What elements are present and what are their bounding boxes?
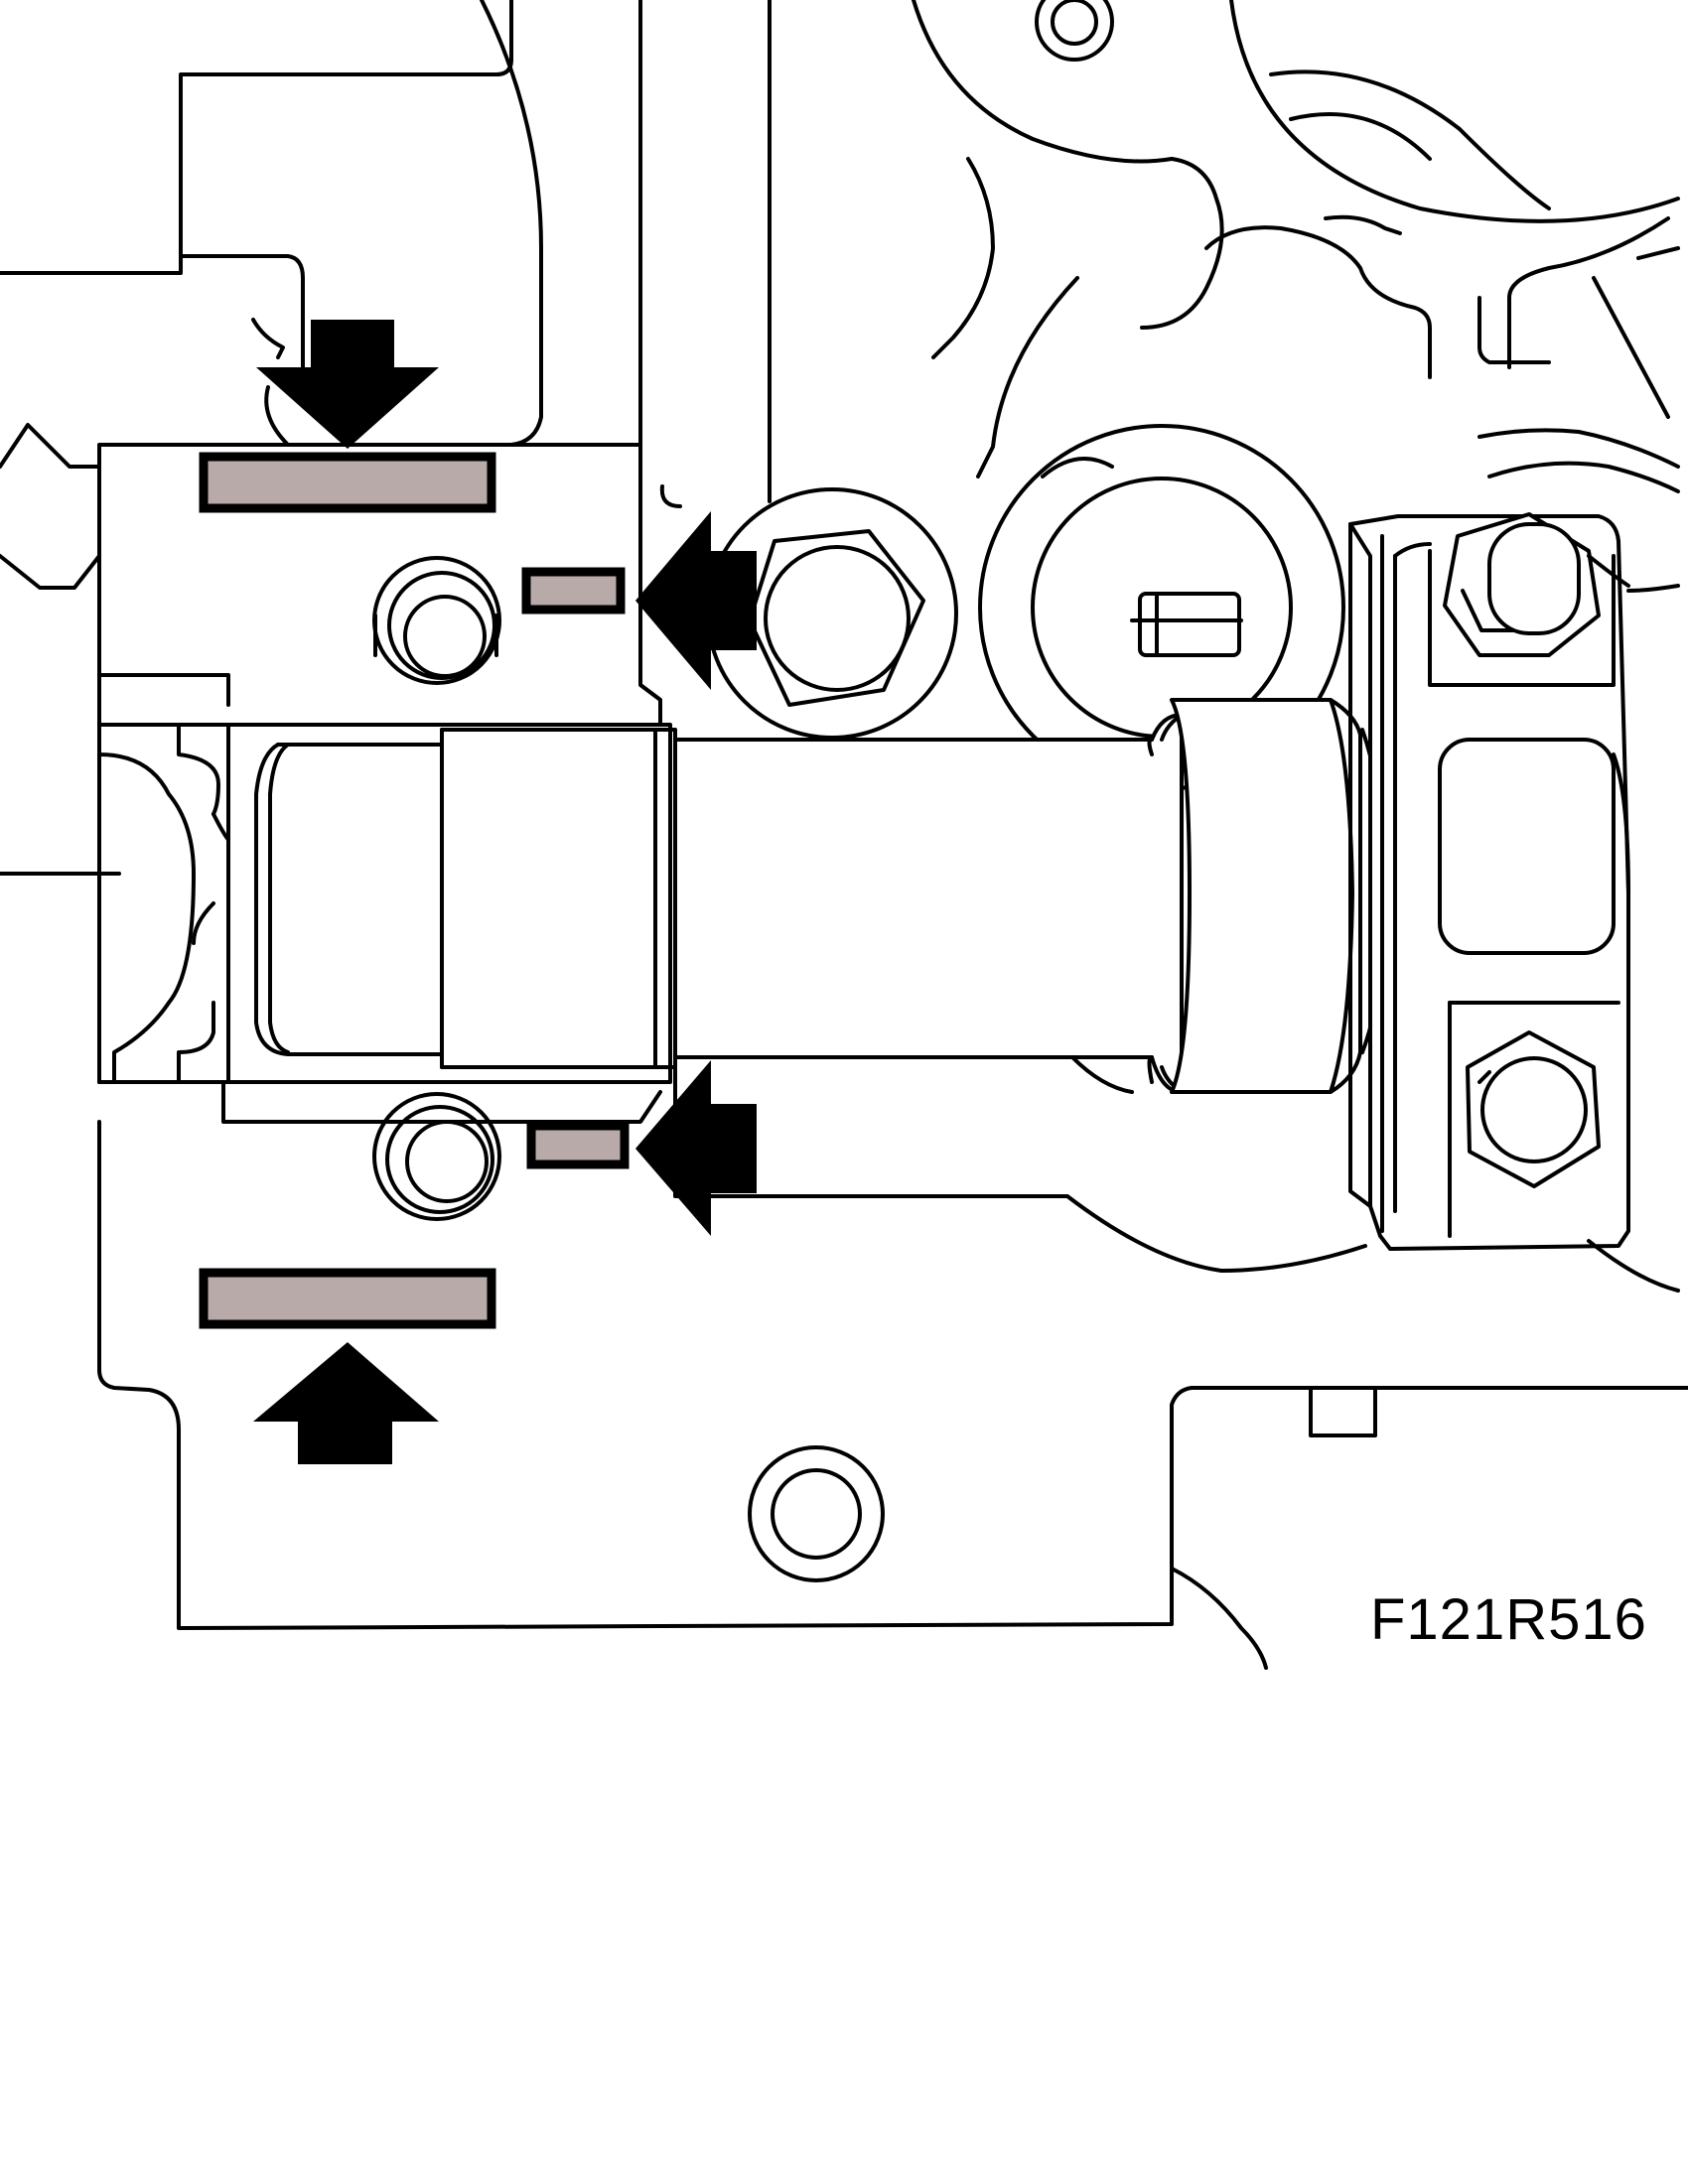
left-journal-housing	[0, 723, 235, 1084]
hex-bolt-upper-right	[1443, 512, 1680, 657]
bottom-sealant-strip	[199, 1268, 496, 1329]
top-sealant-strip	[199, 452, 496, 513]
upper-oil-port	[372, 556, 501, 685]
camshaft-collar	[1170, 698, 1402, 1094]
bottom-seal-arrow	[253, 1342, 439, 1464]
upper-hole-arrow	[635, 511, 757, 690]
top-seal-arrow	[256, 320, 439, 449]
lower-small-sealant	[526, 1121, 630, 1169]
hex-bolt-lower-right	[1466, 1030, 1601, 1188]
bottom-bolt-hole	[748, 1445, 885, 1582]
lower-hole-arrow	[635, 1060, 757, 1236]
upper-small-sealant	[521, 567, 626, 614]
camshaft	[673, 713, 1184, 1094]
camshaft-journal	[226, 723, 677, 1084]
figure-code-label: F121R516	[1370, 1587, 1647, 1652]
upper-right-casting	[912, 0, 1680, 493]
upper-left-housing	[0, 0, 543, 590]
lower-oil-port	[372, 1092, 501, 1221]
hex-bolt-upper-center	[748, 529, 925, 707]
lower-housing	[97, 1060, 1688, 1670]
